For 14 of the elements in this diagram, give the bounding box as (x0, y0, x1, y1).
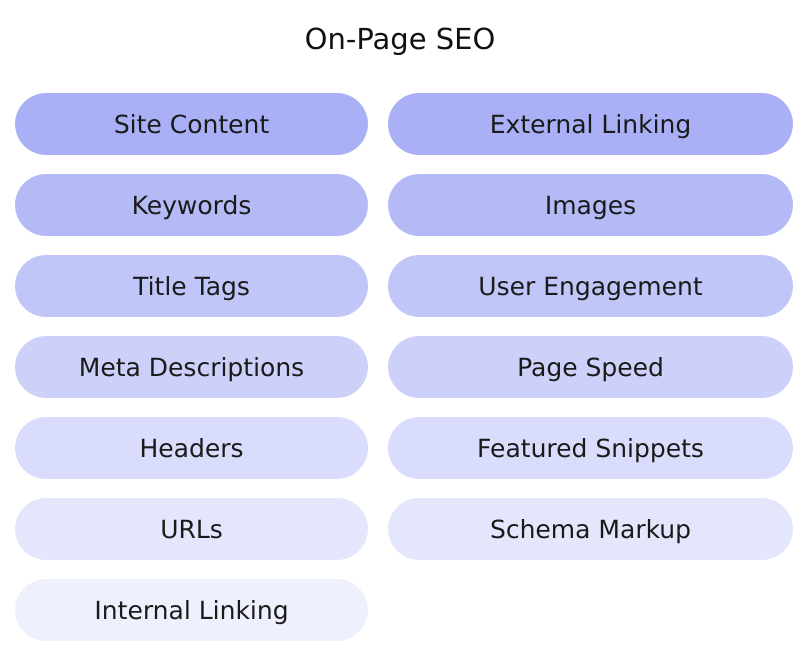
pill-label: Page Speed (517, 352, 664, 382)
diagram-title: On-Page SEO (304, 22, 496, 56)
pill-label: User Engagement (478, 272, 703, 300)
pill-label: Featured Snippets (477, 434, 704, 462)
pill-label: Title Tags (133, 272, 250, 300)
pill-label: Schema Markup (490, 514, 692, 544)
pill-label: Keywords (132, 190, 252, 220)
pill-label: URLs (160, 514, 223, 544)
pill-label: Site Content (114, 110, 270, 138)
pill-label: Meta Descriptions (78, 352, 304, 382)
pill-label: Internal Linking (94, 596, 289, 624)
pill-label: Headers (139, 434, 244, 462)
pill-label: External Linking (490, 110, 692, 138)
pill-label: Images (544, 190, 636, 220)
